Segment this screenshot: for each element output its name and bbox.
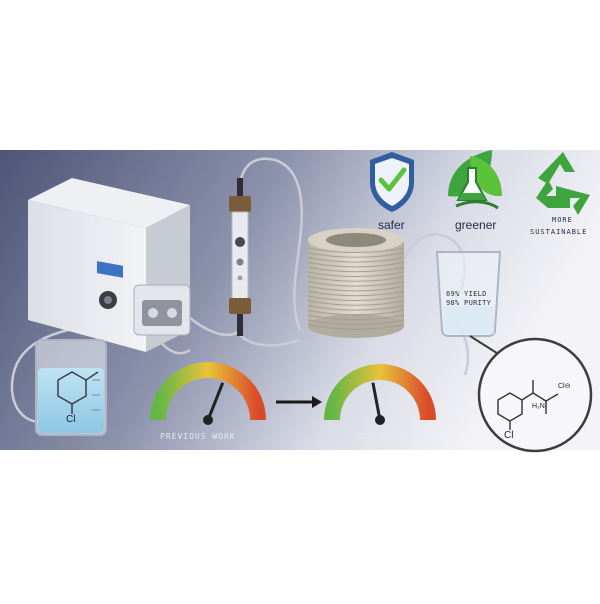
leaf-flask-icon bbox=[448, 150, 502, 210]
coil-winding bbox=[307, 309, 405, 316]
product-chloro-label: Cl bbox=[504, 430, 514, 441]
gauge-previous-label: previous work bbox=[160, 432, 236, 441]
coil-winding bbox=[307, 276, 405, 282]
coil-winding bbox=[307, 314, 405, 321]
arrow-right-icon bbox=[276, 396, 322, 408]
start-chloro-label: Cl bbox=[66, 414, 76, 425]
start-beaker bbox=[35, 339, 107, 436]
coil-winding bbox=[307, 281, 405, 287]
coil-winding bbox=[307, 305, 405, 311]
gauge-current-needle bbox=[371, 382, 382, 421]
coil-winding bbox=[307, 247, 405, 253]
purity-text: 98% purity bbox=[446, 299, 492, 307]
coil-winding bbox=[307, 295, 405, 301]
coil-winding bbox=[307, 324, 405, 330]
product-beaker bbox=[435, 251, 502, 337]
gauge-previous-needle bbox=[206, 382, 225, 421]
counter-ion-label: Cl⊖ bbox=[558, 383, 571, 390]
recycle-icon bbox=[536, 152, 590, 215]
shield-check-icon bbox=[370, 152, 414, 212]
coil-winding bbox=[307, 300, 405, 306]
coil-winding bbox=[307, 266, 405, 273]
coil-winding bbox=[307, 252, 405, 258]
pump-display bbox=[97, 261, 123, 278]
badge-safer-label: safer bbox=[378, 218, 405, 232]
magnifier-icon bbox=[469, 335, 593, 453]
yield-text: 69% yield bbox=[446, 290, 487, 298]
coil-winding bbox=[307, 261, 405, 268]
coil-winding bbox=[307, 257, 405, 263]
badge-greener-label: greener bbox=[455, 218, 497, 232]
gauge-current bbox=[324, 364, 436, 425]
badge-more-label: more bbox=[552, 216, 573, 224]
coil-reactor bbox=[307, 228, 405, 338]
badge-sustainable-label: sustainable bbox=[530, 228, 588, 236]
pump bbox=[28, 178, 191, 352]
gauge-previous bbox=[150, 362, 266, 425]
coil-winding bbox=[307, 290, 405, 297]
coil-winding bbox=[307, 285, 405, 292]
column-reactor bbox=[229, 178, 251, 336]
coil-winding bbox=[307, 271, 405, 277]
amine-label: H₂N bbox=[532, 403, 545, 410]
gauge-current-label: this work bbox=[360, 432, 413, 441]
coil-winding bbox=[307, 319, 405, 325]
